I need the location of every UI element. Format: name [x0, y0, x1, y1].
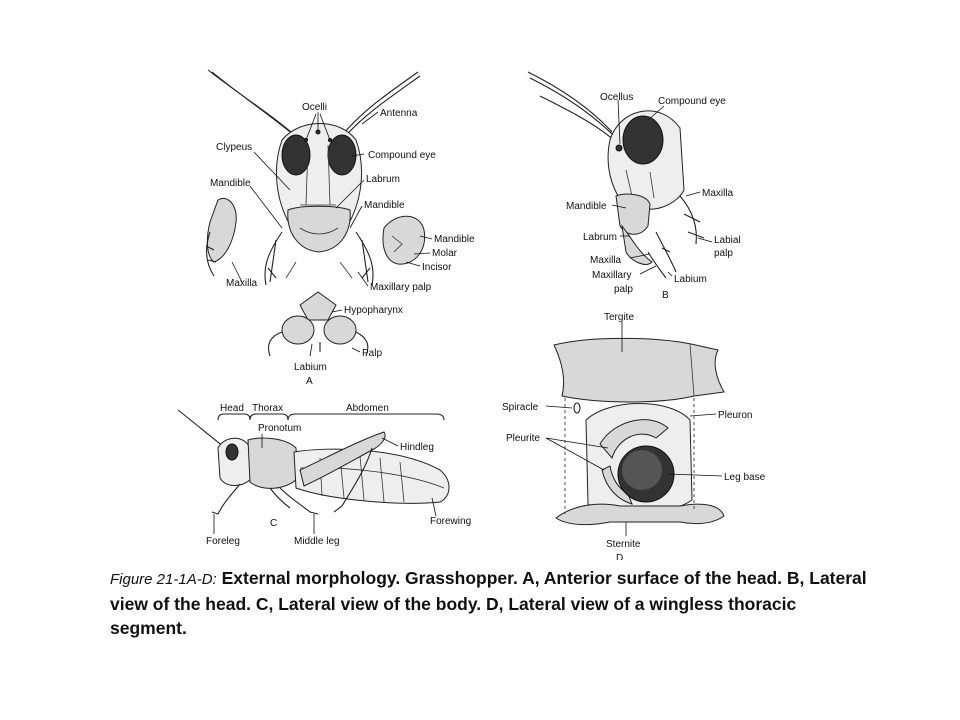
label-middle-leg: Middle leg — [294, 536, 340, 547]
leader-lines-b — [611, 99, 713, 277]
figure-caption: Figure 21-1A-D: External morphology. Gra… — [110, 566, 870, 640]
body-region-brackets — [217, 413, 445, 421]
label-labrum-b: Labrum — [583, 232, 617, 243]
label-labrum: Labrum — [366, 174, 400, 185]
label-compound-eye-b: Compound eye — [658, 96, 726, 107]
label-molar: Molar — [432, 248, 458, 259]
label-mandible-right: Mandible — [364, 200, 405, 211]
label-palp: Palp — [362, 348, 382, 359]
caption-prefix: Figure 21-1A-D: — [110, 571, 217, 588]
panel-a: Ocelli Antenna Clypeus Compound eye Mand… — [205, 69, 475, 387]
label-thorax: Thorax — [252, 403, 283, 414]
label-hypopharynx: Hypopharynx — [344, 305, 403, 316]
label-antenna: Antenna — [380, 108, 418, 119]
label-forewing: Forewing — [430, 516, 471, 527]
label-tergite: Tergite — [604, 312, 634, 323]
label-pleuron: Pleuron — [718, 410, 752, 421]
label-incisor: Incisor — [422, 262, 452, 273]
label-labial-palp-1: Labial — [714, 235, 741, 246]
leader-lines-d — [545, 322, 723, 536]
head-anterior-drawing — [207, 69, 421, 357]
label-mandible-detail: Mandible — [434, 234, 475, 245]
label-maxillary-palp-1: Maxillary — [592, 270, 631, 281]
label-abdomen: Abdomen — [346, 403, 389, 414]
panel-letter-b: B — [662, 290, 669, 301]
label-ocelli: Ocelli — [302, 102, 327, 113]
panel-letter-d: D — [616, 553, 623, 560]
panel-letter-a: A — [306, 376, 313, 387]
label-maxilla-lower: Maxilla — [590, 255, 622, 266]
leader-lines-c — [213, 434, 437, 534]
label-maxillary-palp-2: palp — [614, 284, 633, 295]
label-ocellus: Ocellus — [600, 92, 633, 103]
label-foreleg: Foreleg — [206, 536, 240, 547]
label-maxillary-palp: Maxillary palp — [370, 282, 432, 293]
label-leg-base: Leg base — [724, 472, 766, 483]
label-pronotum: Pronotum — [258, 423, 301, 434]
label-clypeus: Clypeus — [216, 142, 252, 153]
panel-d: Tergite Spiracle Pleuron Pleurite Leg ba… — [502, 312, 766, 560]
morphology-figure: Ocelli Antenna Clypeus Compound eye Mand… — [177, 69, 766, 560]
maxilla-detail-drawing — [205, 198, 237, 277]
panel-letter-c: C — [270, 518, 277, 529]
label-maxilla: Maxilla — [226, 278, 258, 289]
grasshopper-drawing — [177, 409, 450, 515]
label-pleurite: Pleurite — [506, 433, 540, 444]
label-labium: Labium — [294, 362, 327, 373]
panel-c: Head Thorax Abdomen Pronotum Hindleg For… — [177, 403, 471, 547]
label-sternite: Sternite — [606, 539, 641, 550]
leader-lines-a — [231, 111, 433, 357]
label-spiracle: Spiracle — [502, 402, 539, 413]
panel-b: Ocellus Compound eye Maxilla Mandible La… — [527, 71, 741, 301]
head-lateral-drawing — [527, 71, 705, 279]
label-labial-palp-2: palp — [714, 248, 733, 259]
label-mandible-b: Mandible — [566, 201, 607, 212]
caption-text: External morphology. Grasshopper. A, Ant… — [110, 568, 867, 638]
label-head: Head — [220, 403, 244, 414]
label-hindleg: Hindleg — [400, 442, 434, 453]
label-maxilla-upper: Maxilla — [702, 188, 734, 199]
mandible-detail-drawing — [382, 215, 426, 265]
thoracic-segment-drawing — [553, 337, 725, 526]
label-labium-b: Labium — [674, 274, 707, 285]
label-compound-eye: Compound eye — [368, 150, 436, 161]
label-mandible-left: Mandible — [210, 178, 251, 189]
